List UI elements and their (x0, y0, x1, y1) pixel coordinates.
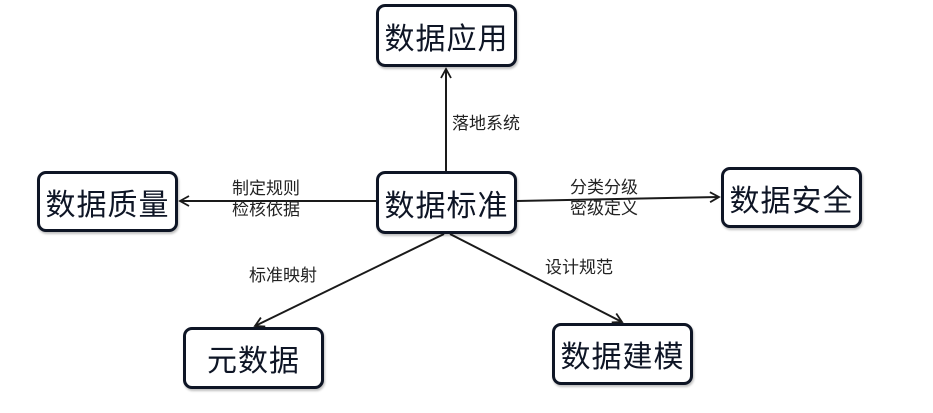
edge-label-line: 标准映射 (249, 266, 317, 286)
edge-label-quality: 制定规则 检核依据 (232, 179, 300, 221)
edge-label-line: 落地系统 (452, 114, 520, 134)
edge-label-modeling: 设计规范 (545, 258, 613, 279)
node-label: 数据应用 (384, 21, 509, 57)
node-data-application: 数据应用 (376, 4, 517, 67)
edge-label-line: 分类分级 (570, 178, 638, 198)
node-data-security: 数据安全 (721, 167, 862, 228)
node-metadata: 元数据 (183, 327, 324, 389)
node-data-quality: 数据质量 (37, 171, 178, 232)
node-data-modeling: 数据建模 (552, 323, 693, 385)
arrow-to-security (516, 191, 721, 203)
edge-label-security: 分类分级 密级定义 (570, 178, 638, 220)
edge-label-metadata: 标准映射 (249, 266, 317, 287)
arrow-to-metadata (253, 233, 445, 328)
arrow-to-modeling (449, 233, 624, 324)
node-label: 数据质量 (45, 187, 170, 223)
edge-label-line: 密级定义 (570, 199, 638, 219)
node-label: 数据建模 (560, 340, 685, 375)
edge-label-line: 制定规则 (232, 179, 300, 199)
edge-label-line: 设计规范 (545, 258, 613, 278)
node-label: 数据标准 (384, 188, 509, 224)
node-data-standard: 数据标准 (376, 171, 517, 234)
edge-label-line: 检核依据 (232, 200, 300, 220)
edge-label-application: 落地系统 (452, 114, 520, 135)
node-label: 数据安全 (729, 183, 854, 219)
node-label: 元数据 (207, 344, 300, 379)
